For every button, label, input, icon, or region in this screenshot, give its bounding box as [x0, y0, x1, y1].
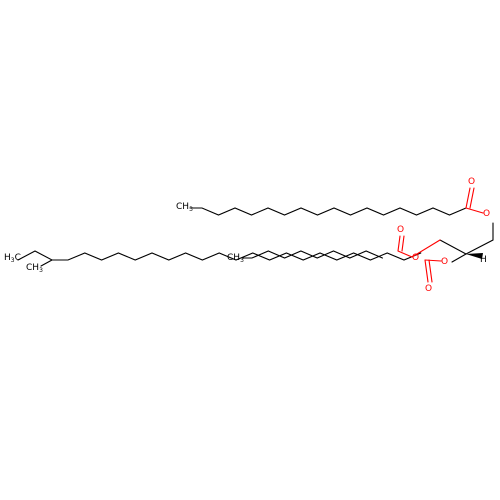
stereo-wedge-bond	[466, 253, 483, 259]
methyl-branch-label: CH3	[26, 263, 43, 274]
ch3-mid-label: CH3	[227, 253, 244, 264]
bond-co-mid-2	[401, 235, 405, 252]
bond-chain-bottom	[17, 250, 422, 261]
bond-co-bot-2	[428, 259, 433, 283]
bond-chain-top	[189, 207, 467, 216]
ch3-ethyl-label: H3C	[4, 253, 21, 264]
oxygen-top-ester: O	[483, 209, 490, 219]
bond-co-mid-1	[397, 235, 401, 252]
bond-ester-top	[465, 207, 484, 214]
bond-co-top-1	[465, 187, 471, 209]
stereo-hydrogen: H	[480, 255, 487, 265]
bond-co-top-2	[469, 187, 475, 209]
oxygen-top-carbonyl: O	[468, 177, 475, 187]
bond-co-bot-1	[424, 259, 429, 283]
bonds	[17, 207, 494, 267]
bond-methyl-branch	[40, 259, 53, 267]
bond-glycerol	[439, 222, 494, 255]
oxygen-mid-ester: O	[412, 253, 419, 263]
bond-ester-bot	[424, 259, 442, 262]
bond-ester-mid	[397, 239, 441, 258]
oxygen-mid-carbonyl: O	[397, 225, 404, 235]
bond-glycerol-o	[451, 253, 467, 263]
oxygen-bonds	[397, 187, 484, 283]
ch3-top-label: CH3	[176, 202, 193, 213]
oxygen-bottom-ester: O	[441, 257, 448, 267]
oxygen-bottom-carbonyl: O	[425, 284, 432, 294]
